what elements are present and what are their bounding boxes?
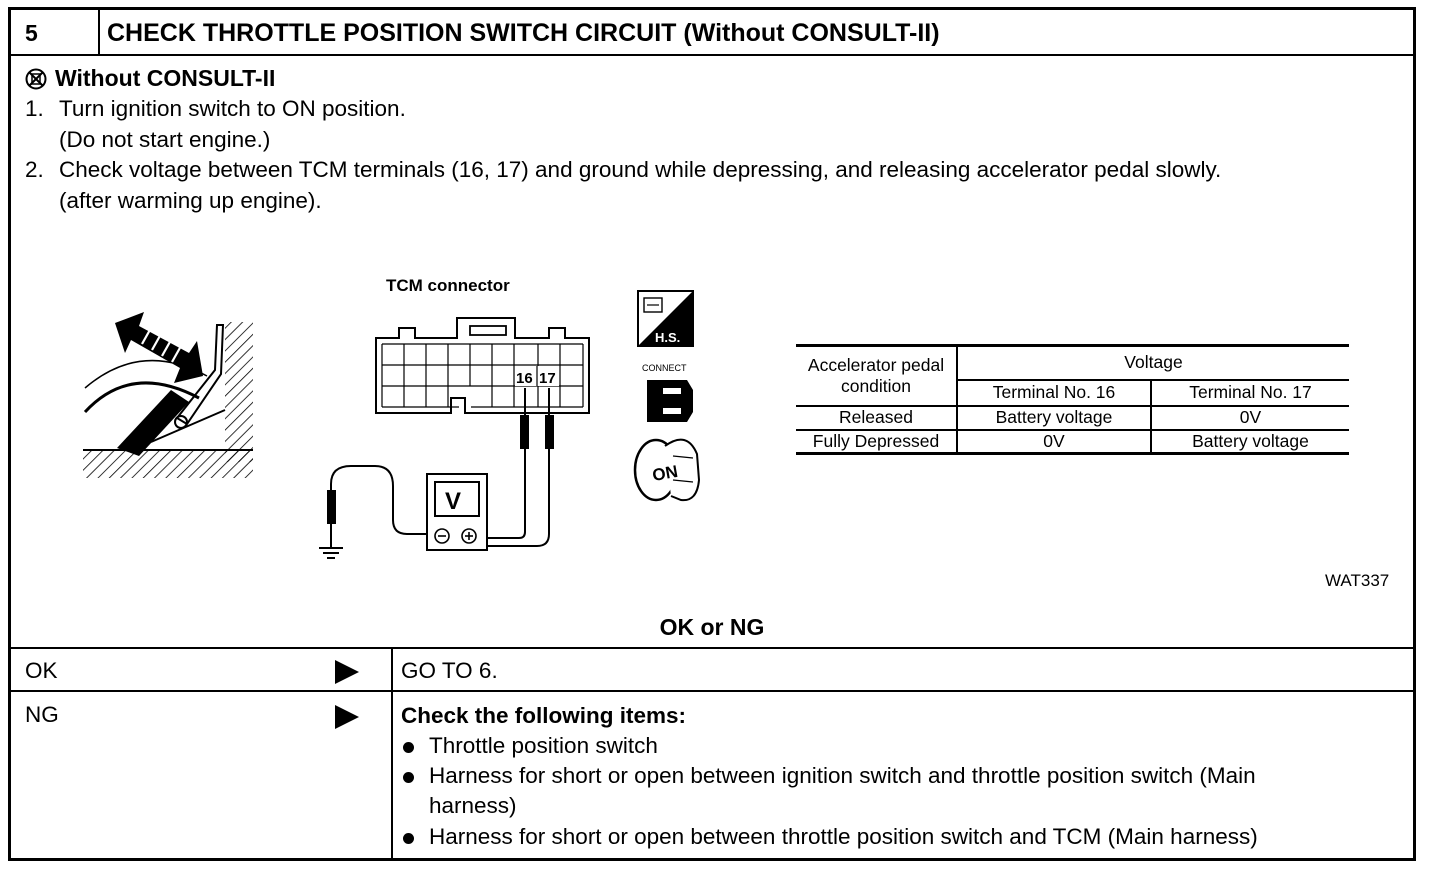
procedure-frame: 5 CHECK THROTTLE POSITION SWITCH CIRCUIT… [8, 7, 1416, 861]
bullet-icon [403, 833, 414, 844]
row-depressed-t17: Battery voltage [1150, 428, 1349, 455]
bullet-icon [403, 772, 414, 783]
row-depressed-t16: 0V [956, 428, 1152, 455]
step-1-number: 1. [25, 96, 44, 121]
hs-label: H.S. [655, 330, 680, 345]
test-probes [319, 388, 554, 559]
ok-arrow-icon [335, 660, 359, 684]
ok-label: OK [25, 658, 58, 683]
harness-side-icon: H.S. [637, 290, 694, 347]
col-terminal-16-header: Terminal No. 16 [956, 378, 1152, 407]
key-on-label: ON [651, 462, 679, 485]
bullet-icon [403, 742, 414, 753]
tcm-connector-label: TCM connector [386, 276, 510, 295]
figure-id: WAT337 [1325, 571, 1390, 590]
ng-item-3: Harness for short or open between thrott… [429, 824, 1258, 849]
step-number: 5 [25, 20, 38, 46]
connect-label: CONNECT [642, 363, 687, 373]
subheading-text: Without CONSULT-II [55, 65, 276, 91]
step-1-line-1: Turn ignition switch to ON position. [59, 96, 406, 121]
ng-item-2-cont: harness) [429, 793, 517, 818]
result-column-divider [391, 647, 393, 858]
divider-ok-top [11, 647, 1413, 649]
step-2-line-2: (after warming up engine). [59, 188, 322, 213]
ng-item-1: Throttle position switch [429, 733, 658, 758]
divider-ng-top [11, 690, 1413, 692]
table-row: Released Battery voltage 0V [796, 404, 1349, 431]
ng-item-2: Harness for short or open between igniti… [429, 763, 1256, 788]
ng-label: NG [25, 702, 59, 727]
step-header: 5 CHECK THROTTLE POSITION SWITCH CIRCUIT… [11, 10, 1413, 56]
voltmeter: V [426, 473, 488, 551]
header-divider [98, 10, 100, 54]
tcm-connector: 16 17 [375, 317, 590, 414]
terminal-16-label: 16 [516, 370, 533, 387]
ok-action: GO TO 6. [401, 658, 498, 683]
no-consult-icon [25, 68, 47, 96]
step-title: CHECK THROTTLE POSITION SWITCH CIRCUIT (… [107, 19, 940, 47]
row-released-condition: Released [796, 404, 958, 431]
step-2-number: 2. [25, 157, 44, 182]
col-voltage-header: Voltage [956, 344, 1349, 381]
ok-or-ng-heading: OK or NG [659, 614, 765, 640]
ng-arrow-icon [335, 705, 359, 729]
table-row: Fully Depressed 0V Battery voltage [796, 428, 1349, 455]
terminal-17-label: 17 [539, 370, 556, 387]
step-1-line-2: (Do not start engine.) [59, 127, 271, 152]
voltage-table: Accelerator pedal condition Voltage Term… [796, 344, 1349, 455]
step-2-line-1: Check voltage between TCM terminals (16,… [59, 157, 1222, 182]
voltmeter-label: V [445, 488, 461, 515]
ng-title: Check the following items: [401, 703, 687, 728]
row-released-t16: Battery voltage [956, 404, 1152, 431]
col-condition-header: Accelerator pedal condition [796, 344, 958, 407]
col-terminal-17-header: Terminal No. 17 [1150, 378, 1349, 407]
accelerator-pedal-illustration [83, 312, 253, 478]
connect-icon: CONNECT [642, 363, 693, 422]
subheading: Without CONSULT-II [25, 65, 275, 96]
wiring-diagram: 16 17 TCM connector [11, 10, 1413, 610]
row-depressed-condition: Fully Depressed [796, 428, 958, 455]
row-released-t17: 0V [1150, 404, 1349, 431]
ignition-key-icon: ON [633, 438, 701, 502]
